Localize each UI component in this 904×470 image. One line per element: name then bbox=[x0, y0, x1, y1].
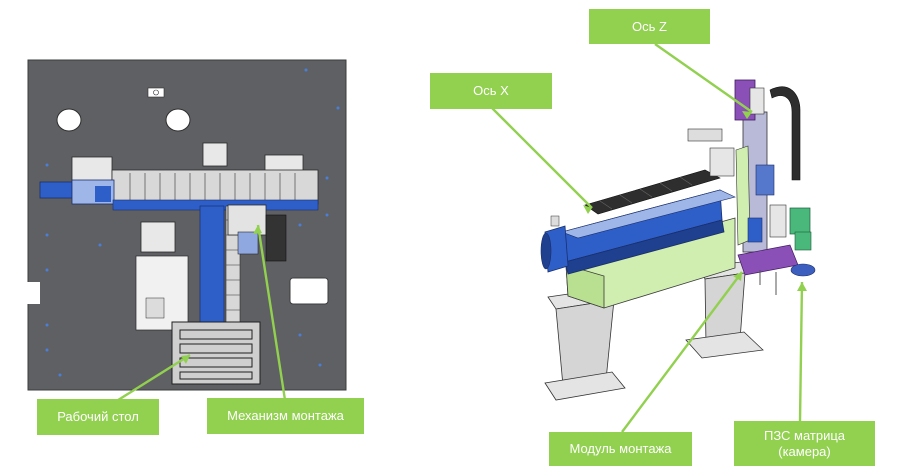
plate-label-plate bbox=[147, 87, 165, 98]
plate-notch-right bbox=[289, 277, 329, 305]
leader-axis-z bbox=[654, 43, 753, 113]
label-axis-x: Ось X bbox=[430, 73, 552, 109]
label-axis-z: Ось Z bbox=[589, 9, 710, 44]
label-axis-x-text: Ось X bbox=[473, 83, 509, 98]
motor-icon bbox=[39, 181, 73, 199]
leader-work-table bbox=[114, 353, 191, 404]
label-mount-module: Модуль монтажа bbox=[549, 432, 692, 466]
label-work-table: Рабочий стол bbox=[37, 399, 159, 435]
leader-ccd bbox=[798, 281, 804, 422]
leader-mount-mechanism bbox=[256, 224, 287, 401]
label-ccd-line1: ПЗС матрица bbox=[763, 427, 846, 443]
motor-housing-top bbox=[71, 156, 113, 183]
ccd-camera-icon bbox=[789, 207, 811, 235]
label-ccd-camera: ПЗС матрица (камера) bbox=[734, 421, 875, 466]
gantry-rail-x bbox=[111, 169, 319, 205]
iso-view-machine bbox=[540, 79, 816, 401]
label-axis-z-text: Ось Z bbox=[632, 18, 667, 34]
plate-hole-icon bbox=[165, 108, 191, 132]
label-mount-mechanism-text: Механизм монтажа bbox=[227, 408, 344, 423]
leader-axis-x bbox=[491, 107, 593, 209]
rail-y bbox=[199, 205, 225, 331]
leader-mount-module bbox=[621, 271, 743, 433]
label-work-table-text: Рабочий стол bbox=[57, 409, 139, 424]
plate-notch-left bbox=[24, 282, 40, 304]
label-mount-module-text: Модуль монтажа bbox=[569, 441, 672, 456]
feeder-area bbox=[135, 255, 189, 331]
leader-lines bbox=[114, 43, 804, 433]
z-motor-icon bbox=[755, 164, 775, 196]
top-view-machine bbox=[24, 59, 347, 391]
label-mount-mechanism: Механизм монтажа bbox=[207, 398, 364, 434]
leader-arrowheads bbox=[181, 111, 807, 364]
label-ccd-line2: (камера) bbox=[778, 443, 831, 459]
cable-chain-z bbox=[769, 86, 801, 181]
plate-hole-icon bbox=[56, 108, 82, 132]
